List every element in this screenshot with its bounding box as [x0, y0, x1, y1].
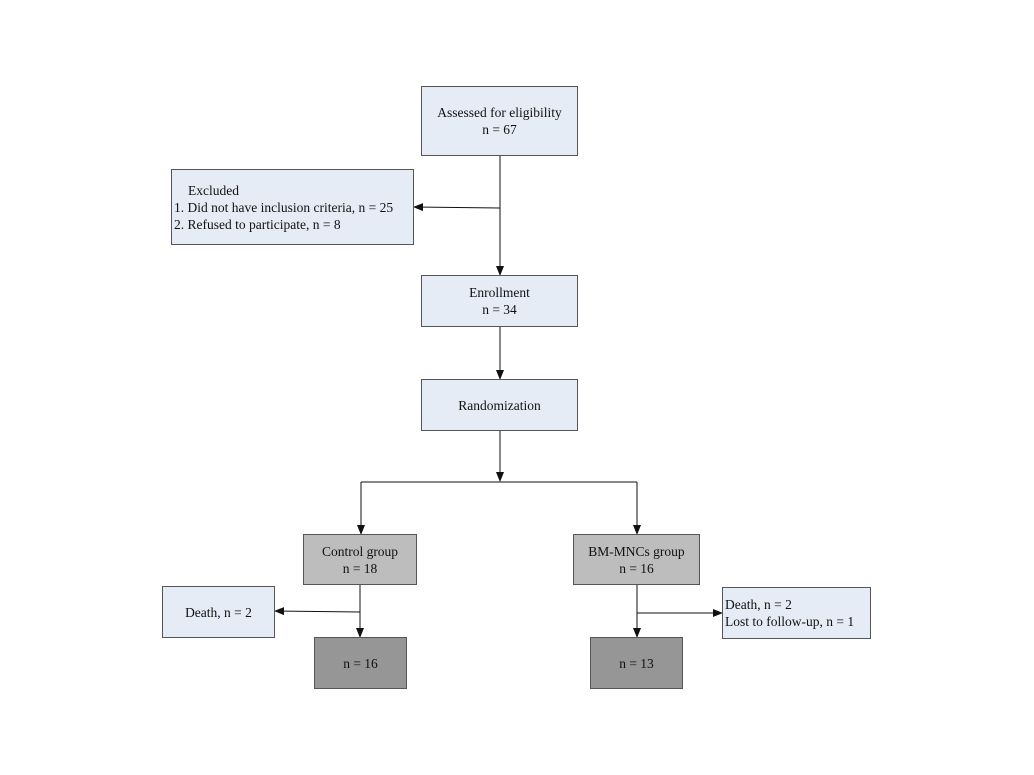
enrollment-count: n = 34 — [482, 302, 517, 317]
bmmnc-group-count: n = 16 — [619, 560, 654, 576]
excluded-title: Excluded — [188, 182, 239, 198]
enrollment-box: Enrollment n = 34 — [421, 275, 578, 327]
bmmnc-loss-box: Death, n = 2 Lost to follow-up, n = 1 — [722, 587, 871, 639]
control-final-box: n = 16 — [314, 637, 407, 689]
control-loss-box: Death, n = 2 — [162, 586, 275, 638]
arrow-control-to-death — [274, 607, 361, 616]
control-loss-text: Death, n = 2 — [185, 604, 252, 620]
control-group-box: Control group n = 18 — [303, 534, 417, 585]
randomization-box: Randomization — [421, 379, 578, 431]
assessed-count: n = 67 — [482, 122, 517, 137]
excluded-box: Excluded 1. Did not have inclusion crite… — [171, 169, 414, 245]
bmmnc-loss-followup: Lost to follow-up, n = 1 — [725, 614, 855, 629]
control-group-title: Control group — [321, 543, 399, 559]
enrollment-title: Enrollment — [469, 285, 530, 300]
excluded-reason-1: 1. Did not have inclusion criteria, n = … — [174, 199, 394, 215]
bmmnc-group-title: BM-MNCs group — [588, 543, 685, 559]
bmmnc-loss-death: Death, n = 2 — [725, 597, 792, 612]
arrow-to-excluded — [413, 203, 501, 212]
assessed-box: Assessed for eligibility n = 67 — [421, 86, 578, 156]
control-group-count: n = 18 — [342, 560, 378, 576]
bmmnc-group-box: BM-MNCs group n = 16 — [573, 534, 700, 585]
randomization-title: Randomization — [458, 397, 541, 413]
bmmnc-final-box: n = 13 — [590, 637, 683, 689]
bmmnc-final-count: n = 13 — [619, 655, 654, 671]
excluded-reason-2: 2. Refused to participate, n = 8 — [174, 216, 341, 232]
assessed-title: Assessed for eligibility — [437, 105, 562, 120]
control-final-count: n = 16 — [343, 655, 378, 671]
